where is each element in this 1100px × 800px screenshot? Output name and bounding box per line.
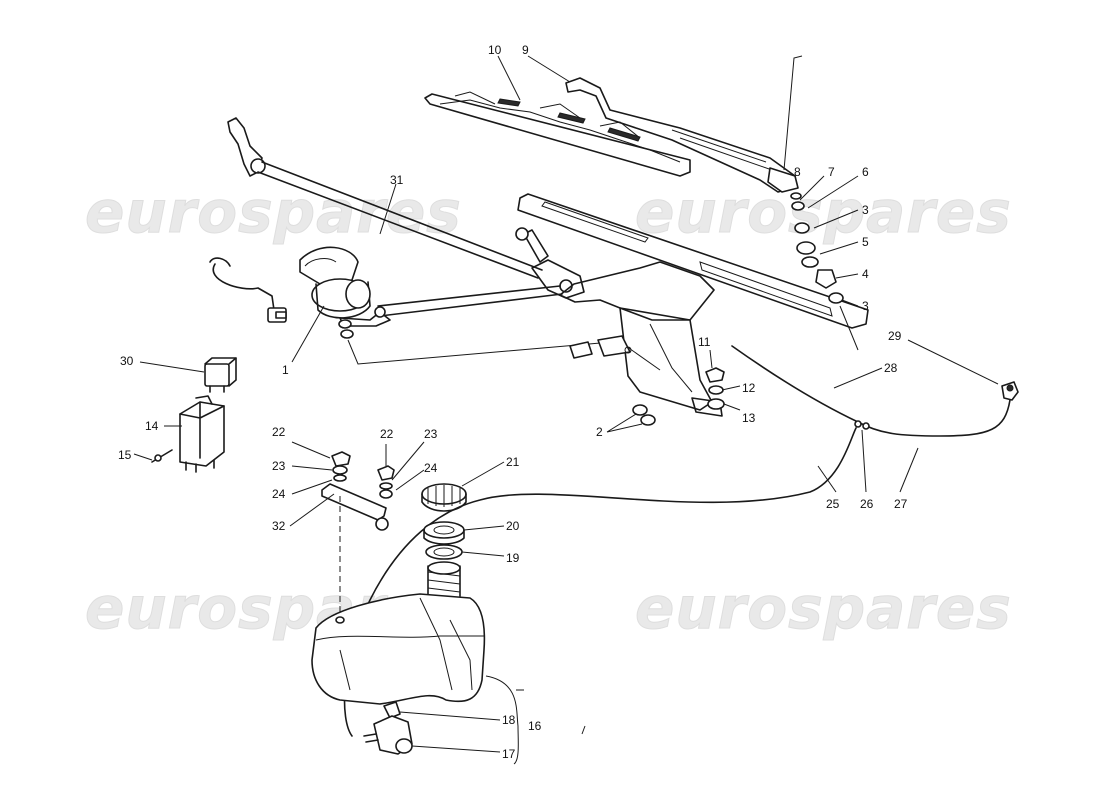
callout-23-right: 23 bbox=[424, 427, 438, 441]
wiper-arm bbox=[565, 77, 799, 193]
callout-29: 29 bbox=[888, 329, 902, 343]
callout-15: 15 bbox=[118, 448, 132, 462]
control-unit bbox=[151, 395, 225, 473]
callout-20: 20 bbox=[506, 519, 520, 533]
callout-21: 21 bbox=[506, 455, 520, 469]
callout-10: 10 bbox=[488, 43, 502, 57]
callout-22-right: 22 bbox=[380, 427, 394, 441]
wiper-blade bbox=[424, 91, 691, 177]
washer-pump bbox=[363, 701, 413, 755]
callout-8: 8 bbox=[794, 165, 801, 179]
callout-27: 27 bbox=[894, 497, 908, 511]
callout-28: 28 bbox=[884, 361, 898, 375]
callout-24-left: 24 bbox=[272, 487, 286, 501]
callout-9: 9 bbox=[522, 43, 529, 57]
callout-5: 5 bbox=[862, 235, 869, 249]
callout-31: 31 bbox=[390, 173, 404, 187]
reservoir-bracket bbox=[321, 451, 395, 531]
reference-line-frame bbox=[839, 305, 859, 351]
callout-25: 25 bbox=[826, 497, 840, 511]
callout-2: 2 bbox=[596, 425, 603, 439]
callout-23-left: 23 bbox=[272, 459, 286, 473]
reference-line-motor bbox=[347, 339, 613, 365]
callout-24-right: 24 bbox=[424, 461, 438, 475]
spindle-hardware bbox=[790, 192, 844, 304]
watermark-top-right: eurospares bbox=[635, 178, 1012, 246]
callout-22-left: 22 bbox=[272, 425, 286, 439]
washer-reservoir bbox=[311, 561, 486, 705]
callout-16: 16 bbox=[528, 719, 542, 733]
washer-nozzle bbox=[1001, 381, 1019, 401]
motor-washers bbox=[338, 319, 354, 339]
callout-30: 30 bbox=[120, 354, 134, 368]
mounting-frame bbox=[517, 193, 869, 417]
frame-nut-set bbox=[705, 367, 725, 410]
callout-18: 18 bbox=[502, 713, 516, 727]
wiper-motor bbox=[209, 246, 391, 327]
callout-3-lower: 3 bbox=[862, 299, 869, 313]
callout-19: 19 bbox=[506, 551, 520, 565]
watermark-bottom-right: eurospares bbox=[635, 574, 1012, 642]
callout-6: 6 bbox=[862, 165, 869, 179]
reservoir-cap bbox=[421, 483, 467, 560]
callout-3-upper: 3 bbox=[862, 203, 869, 217]
callout-12: 12 bbox=[742, 381, 756, 395]
speck bbox=[581, 725, 586, 735]
callout-13: 13 bbox=[742, 411, 756, 425]
mount-bolts bbox=[632, 404, 656, 426]
callout-7: 7 bbox=[828, 165, 835, 179]
relay bbox=[204, 357, 237, 393]
watermark-top-left: eurospares bbox=[85, 178, 462, 246]
leader-lines bbox=[133, 55, 999, 765]
callout-4: 4 bbox=[862, 267, 869, 281]
callout-11: 11 bbox=[698, 335, 711, 349]
callout-17: 17 bbox=[502, 747, 516, 761]
wiper-linkage bbox=[227, 117, 585, 317]
callout-32: 32 bbox=[272, 519, 286, 533]
callout-26: 26 bbox=[860, 497, 874, 511]
callout-1: 1 bbox=[282, 363, 289, 377]
callout-14: 14 bbox=[145, 419, 159, 433]
